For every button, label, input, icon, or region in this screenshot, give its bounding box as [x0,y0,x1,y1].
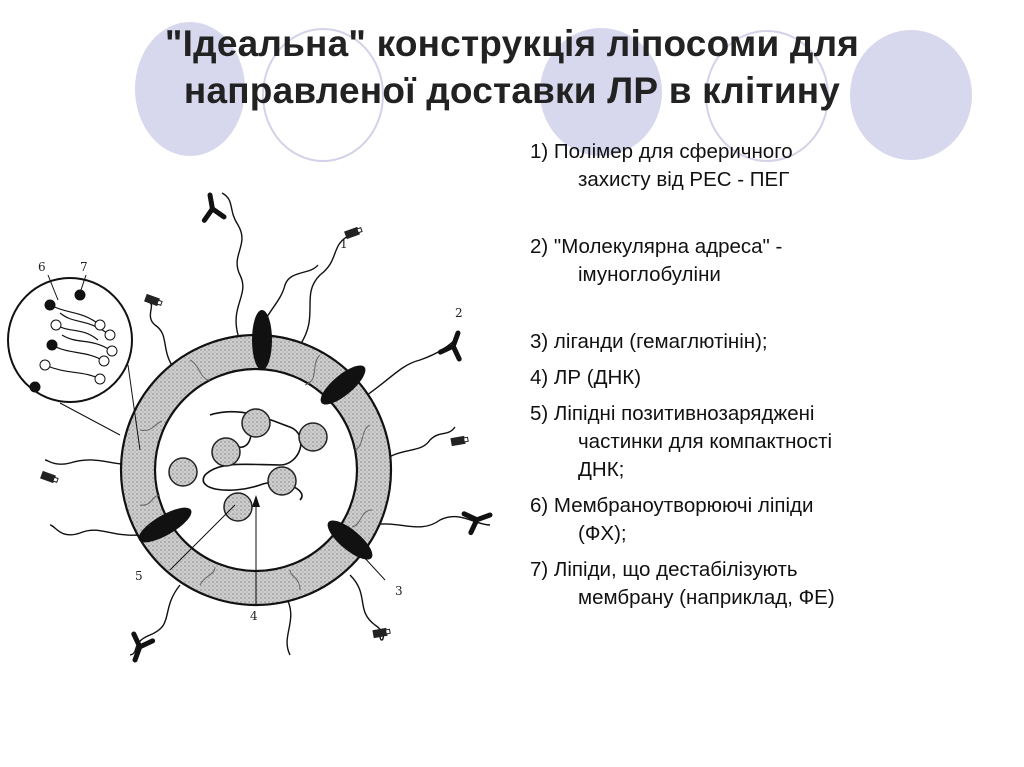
legend-item-6-line-2: (ФХ); [578,522,627,545]
legend-item-1: 1) Полімер для сферичного захисту від РЕ… [530,138,1000,194]
legend-item-3: 3) ліганди (гемаглютінін); [530,328,1000,356]
legend-item-5: 5) Ліпідні позитивнозаряджені частинки д… [530,400,1000,484]
decor-circle-2 [262,28,384,162]
diagram-label-3: 3 [395,584,403,598]
diagram-label-7: 7 [80,260,88,274]
liposome-diagram: 1 2 3 4 5 6 7 [0,165,520,705]
legend-item-7: 7) Ліпіди, що дестабілізують мембрану (н… [530,556,1000,612]
decor-circle-4 [705,30,829,162]
legend-item-5-line-3: ДНК; [578,458,625,481]
diagram-label-5: 5 [135,569,143,583]
legend-item-1-line-2: захисту від РЕС - ПЕГ [578,168,790,191]
diagram-label-4: 4 [250,609,258,623]
legend-list: 1) Полімер для сферичного захисту від РЕ… [530,138,1000,612]
legend-item-1-line-1: 1) Полімер для сферичного [530,140,793,163]
legend-item-3-line-1: 3) ліганди (гемаглютінін); [530,330,768,353]
diagram-label-6: 6 [38,260,46,274]
slide-title-line-2: направленої доставки ЛР в клітину [183,70,841,111]
legend-item-6: 6) Мембраноутворюючі ліпіди (ФХ); [530,492,1000,548]
diagram-label-2: 2 [455,306,463,320]
legend-item-5-line-1: 5) Ліпідні позитивнозаряджені [530,402,815,425]
legend-item-7-line-2: мембрану (наприклад, ФЕ) [578,586,835,609]
diagram-label-1: 1 [340,237,348,251]
decor-circle-3 [540,28,662,156]
legend-item-2: 2) "Молекулярна адреса" - імуноглобуліни [530,233,1000,289]
legend-item-5-line-2: частинки для компактності [578,430,833,453]
legend-item-6-line-1: 6) Мембраноутворюючі ліпіди [530,494,814,517]
legend-item-4: 4) ЛР (ДНК) [530,364,1000,392]
slide-title: "Ідеальна" конструкція ліпосоми для напр… [0,20,1024,114]
slide-title-line-1: "Ідеальна" конструкція ліпосоми для [164,23,860,64]
legend-item-4-line-1: 4) ЛР (ДНК) [530,366,642,389]
legend-item-7-line-1: 7) Ліпіди, що дестабілізують [530,558,798,581]
decor-circle-5 [850,30,972,160]
decor-circle-1 [135,22,245,156]
legend-item-2-line-1: 2) "Молекулярна адреса" - [530,235,783,258]
legend-item-2-line-2: імуноглобуліни [578,263,721,286]
